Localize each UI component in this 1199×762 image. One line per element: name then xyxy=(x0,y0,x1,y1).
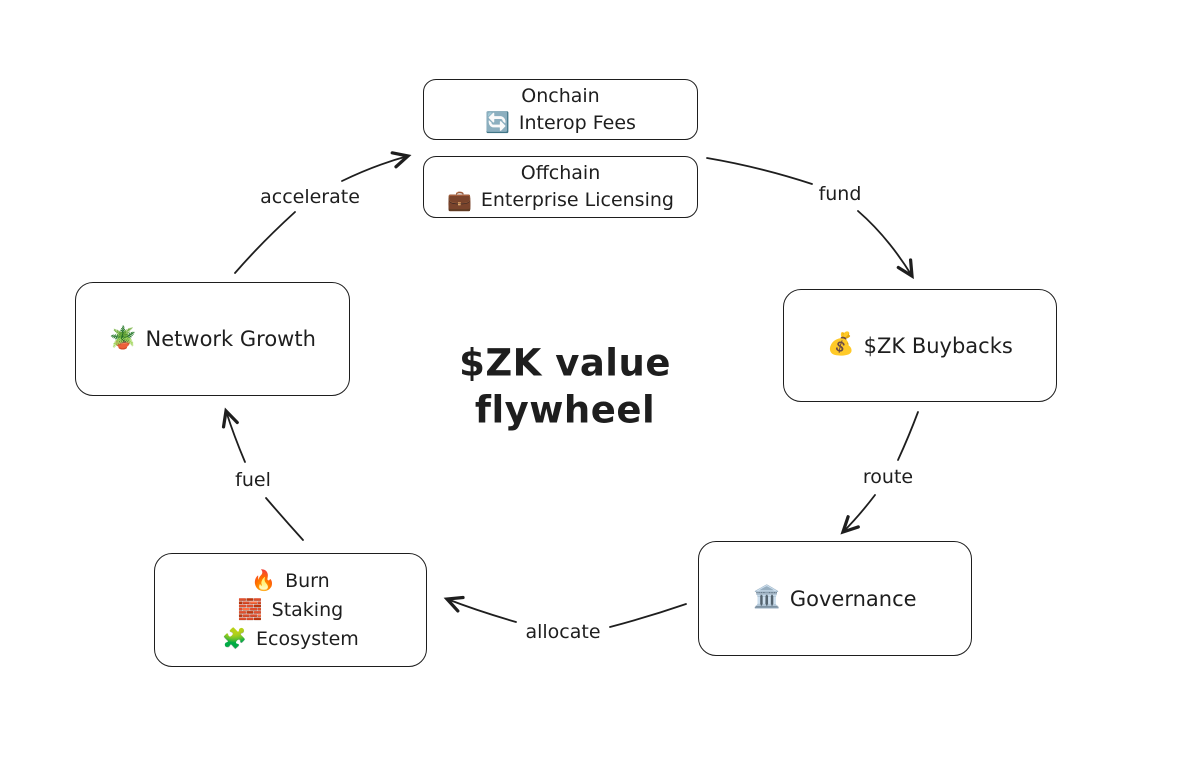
interop-arrows-icon: 🔄 xyxy=(485,110,510,135)
potted-plant-icon: 🪴 xyxy=(109,325,137,351)
puzzle-piece-icon: 🧩 xyxy=(222,626,248,651)
interop-fees-label: Interop Fees xyxy=(518,111,636,134)
diagram-title-line2: flywheel xyxy=(474,389,656,432)
node-offchain-subtitle-line: 💼 Enterprise Licensing xyxy=(447,187,674,214)
offchain-label: Offchain xyxy=(520,162,601,184)
node-onchain-interop-fees: Onchain 🔄 Interop Fees xyxy=(423,79,698,140)
node-onchain-title-line: Onchain xyxy=(521,83,599,110)
edge-allocate-arrow xyxy=(447,599,687,628)
node-zk-buybacks: 💰 $ZK Buybacks xyxy=(783,289,1057,402)
node-offchain-enterprise-licensing: Offchain 💼 Enterprise Licensing xyxy=(423,156,698,218)
node-buybacks-line: 💰 $ZK Buybacks xyxy=(827,334,1013,358)
node-governance: 🏛️ Governance xyxy=(698,541,972,656)
edge-fuel-arrow xyxy=(226,411,304,541)
diagram-title-line1: $ZK value xyxy=(459,341,671,385)
edge-label-route: route xyxy=(858,466,918,488)
node-governance-line: 🏛️ Governance xyxy=(753,587,916,611)
enterprise-licensing-label: Enterprise Licensing xyxy=(480,189,674,211)
briefcase-icon: 💼 xyxy=(447,187,472,212)
burn-label: Burn xyxy=(285,569,330,592)
node-burn-staking-ecosystem: 🔥 Burn 🧱 Staking 🧩 Ecosystem xyxy=(154,553,427,667)
zk-buybacks-label: $ZK Buybacks xyxy=(863,333,1013,358)
edge-fund-arrow xyxy=(706,157,912,276)
money-bag-icon: 💰 xyxy=(827,332,855,358)
node-network-growth-line: 🪴 Network Growth xyxy=(109,327,316,351)
edge-route-arrow xyxy=(843,411,919,532)
onchain-label: Onchain xyxy=(521,84,600,107)
network-growth-label: Network Growth xyxy=(145,327,316,351)
classical-building-icon: 🏛️ xyxy=(753,585,781,611)
node-ecosystem-line: 🧩 Ecosystem xyxy=(222,625,359,654)
brick-icon: 🧱 xyxy=(237,597,263,622)
fire-icon: 🔥 xyxy=(251,568,277,593)
edge-label-accelerate: accelerate xyxy=(256,186,364,208)
edge-label-fund: fund xyxy=(814,183,866,205)
node-burn-line: 🔥 Burn xyxy=(251,567,329,596)
node-onchain-subtitle-line: 🔄 Interop Fees xyxy=(485,110,636,137)
edge-accelerate-arrow xyxy=(234,156,408,274)
diagram-title: $ZK value flywheel xyxy=(459,340,671,435)
node-staking-line: 🧱 Staking xyxy=(238,596,343,625)
staking-label: Staking xyxy=(271,598,344,621)
governance-label: Governance xyxy=(789,586,917,611)
edge-label-allocate: allocate xyxy=(521,621,605,643)
edge-label-fuel: fuel xyxy=(231,469,275,491)
ecosystem-label: Ecosystem xyxy=(256,627,359,650)
node-network-growth: 🪴 Network Growth xyxy=(75,282,350,396)
node-offchain-title-line: Offchain xyxy=(521,160,601,187)
